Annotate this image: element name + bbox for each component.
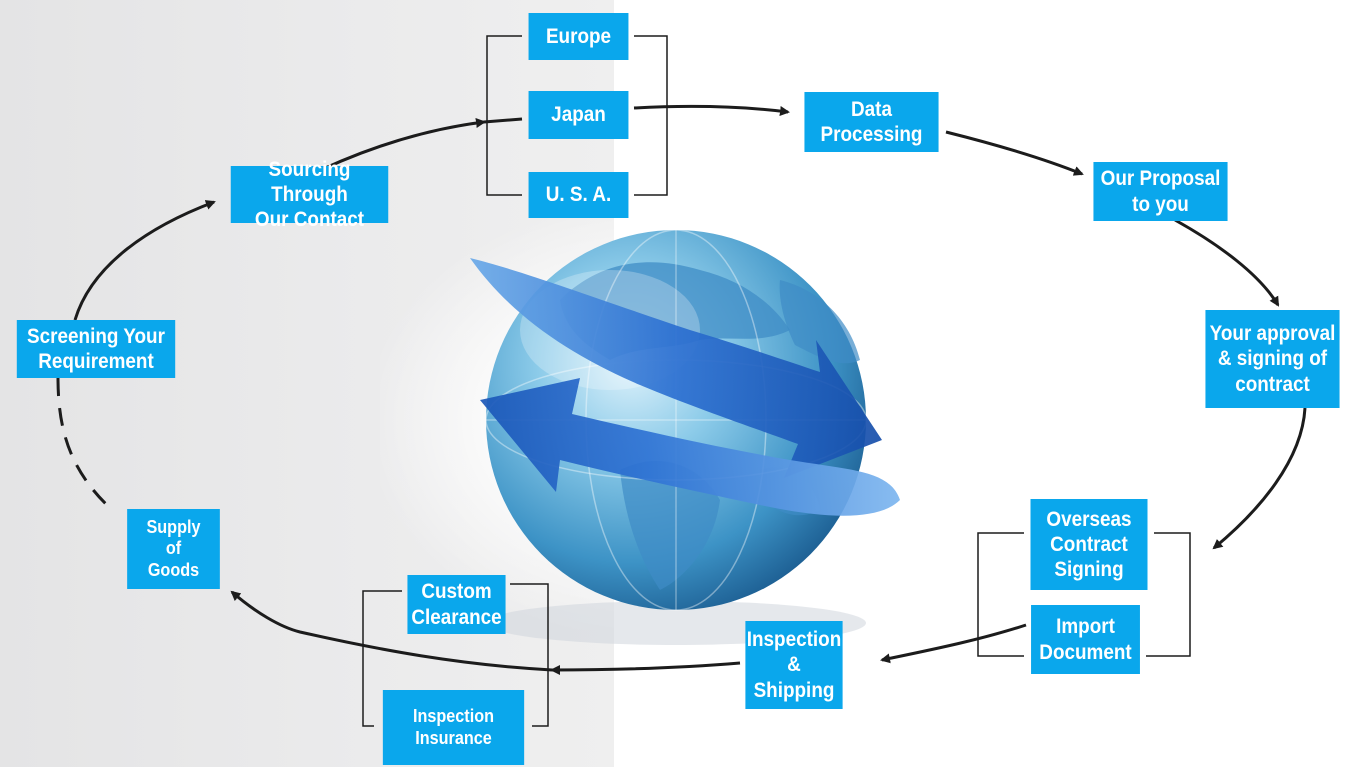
cycle-connectors (56, 104, 1307, 675)
step-custom-clearance: Custom Clearance (407, 575, 506, 634)
step-our-proposal: Our Proposal to you (1093, 162, 1228, 221)
step-data-processing: Data Processing (804, 92, 939, 152)
step-sourcing-contact: Sourcing Through Our Contact (230, 158, 389, 231)
globe-with-arrows-icon (470, 229, 900, 645)
step-screening-requirement: Screening Your Requirement (16, 320, 176, 378)
step-inspection-insurance: Inspection Insurance (382, 690, 525, 765)
step-europe: Europe (528, 13, 629, 60)
step-your-approval: Your approval & signing of contract (1205, 310, 1340, 408)
step-japan: Japan (528, 91, 629, 139)
step-inspection-shipping: Inspection & Shipping (745, 621, 843, 709)
step-usa: U. S. A. (528, 172, 629, 218)
step-import-document: Import Document (1031, 605, 1140, 674)
step-overseas-contract-signing: Overseas Contract Signing (1030, 499, 1148, 590)
step-supply-of-goods: Supply of Goods (127, 509, 220, 589)
bracket-lines (362, 35, 1191, 727)
